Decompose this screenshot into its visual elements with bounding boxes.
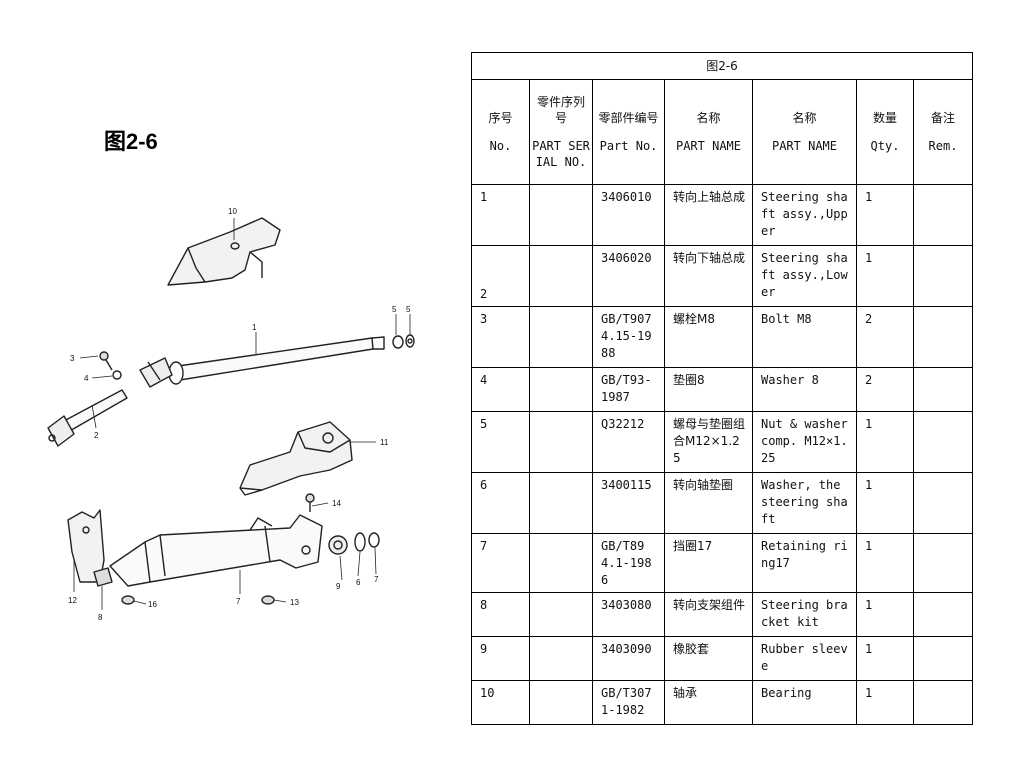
universal-joint (99, 351, 173, 388)
callout-9: 8 (98, 613, 103, 622)
callout-15: 14 (332, 499, 341, 508)
table-row: 3 GB/T9074.15-1988 螺栓M8 Bolt M8 2 (471, 306, 973, 368)
table-row: 2 3406020 转向下轴总成 Steering shaft assy.,Lo… (471, 245, 973, 307)
table-row: 8 3403080 转向支架组件 Steering bracket kit 1 (471, 592, 973, 637)
table-row: 6 3400115 转向轴垫圈 Washer, the steering sha… (471, 472, 973, 534)
callout-1: 1 (252, 323, 257, 332)
figure-title: 图2-6 (104, 129, 158, 154)
callout-3: 3 (70, 354, 75, 363)
table-row: 1 3406010 转向上轴总成 Steering shaft assy.,Up… (471, 184, 973, 246)
callout-16: 16 (148, 600, 157, 609)
table-row: 7 GB/T894.1-1986 挡圈17 Retaining ring17 1 (471, 533, 973, 593)
callout-13: 12 (68, 596, 77, 605)
callout-8: 7 (236, 597, 241, 606)
callout-2: 2 (94, 431, 99, 440)
callout-6: 6 (356, 578, 361, 587)
table-row: 9 3403090 橡胶套 Rubber sleeve 1 (471, 636, 973, 681)
callout-7: 7 (374, 575, 379, 584)
bearing-washer-ring (328, 532, 380, 555)
upper-steering-shaft (168, 334, 415, 385)
callout-4: 4 (84, 374, 89, 383)
upper-column-cover (167, 217, 281, 286)
callout-10: 9 (336, 582, 341, 591)
steering-column-drawing: 10 1 3 4 2 5 5 11 14 12 8 7 16 13 9 6 7 (47, 207, 415, 622)
cover-screw (305, 493, 315, 512)
lower-steering-shaft (47, 389, 128, 447)
exploded-parts-diagram: 10 1 3 4 2 5 5 11 14 12 8 7 16 13 9 6 7 (0, 190, 440, 630)
callout-12: 11 (380, 438, 389, 447)
table-row: 10 GB/T3071-1982 轴承 Bearing 1 (471, 680, 973, 725)
table-row: 4 GB/T93-1987 垫圈8 Washer 8 2 (471, 367, 973, 412)
table-caption: 图2-6 (471, 52, 973, 80)
lower-column-cover (239, 421, 353, 496)
grommets (121, 595, 275, 605)
callout-14: 13 (290, 598, 299, 607)
callout-11: 10 (228, 207, 237, 216)
steering-bracket (109, 514, 323, 587)
callout-5a: 5 (392, 305, 397, 314)
bracket-plate (67, 509, 105, 583)
rubber-sleeve (93, 567, 113, 587)
callout-5b: 5 (406, 305, 411, 314)
table-row: 5 Q32212 螺母与垫圈组合M12×1.25 Nut & washer co… (471, 411, 973, 473)
